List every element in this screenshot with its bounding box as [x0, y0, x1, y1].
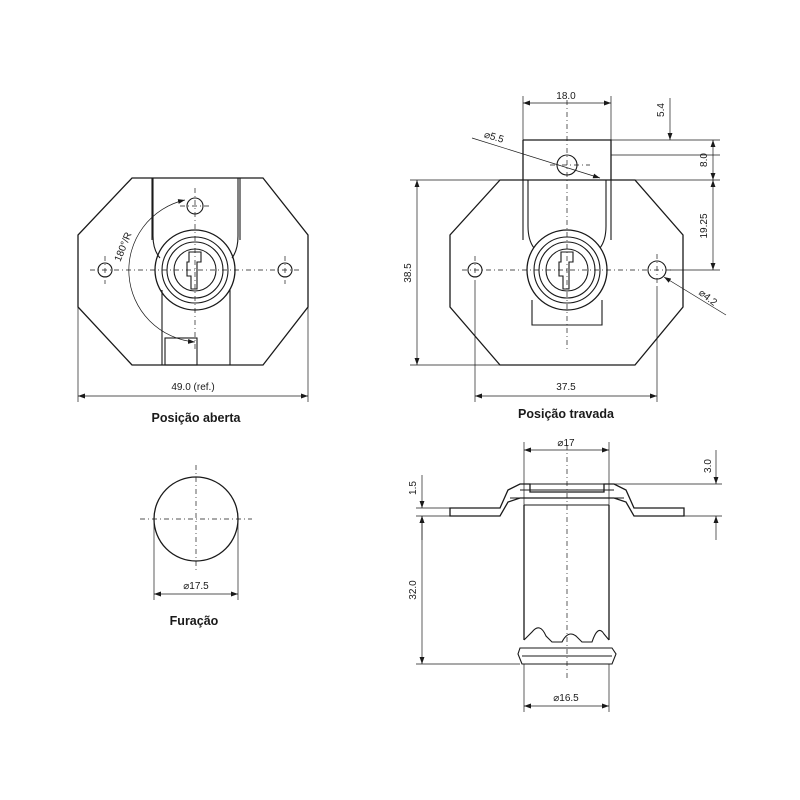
- open-plate-outline: [77, 177, 309, 366]
- locked-top-width-label: 18.0: [556, 91, 576, 102]
- locked-caption: Posição travada: [518, 407, 615, 421]
- side-body-len-label: 32.0: [408, 580, 419, 600]
- side-top-dia-label: ⌀17: [557, 438, 575, 449]
- open-width-label: 49.0 (ref.): [171, 382, 214, 393]
- locked-position-view: 18.0 5.4 8.0 19.25 ⌀5.5 38.5 ⌀4.2 37.5 P…: [403, 91, 727, 421]
- open-position-view: 180°/R 49.0 (ref.) Posição aberta: [77, 177, 309, 425]
- side-bottom-dia-label: ⌀16.5: [553, 693, 579, 704]
- drilling-caption: Furação: [170, 614, 219, 628]
- locked-height-label: 38.5: [403, 263, 414, 283]
- locked-screw-dia-label: ⌀4.2: [696, 288, 719, 309]
- side-plate-thk-label: 1.5: [408, 481, 419, 495]
- locked-screw-span-label: 37.5: [556, 382, 576, 393]
- side-flange-thk-label: 3.0: [703, 459, 714, 473]
- open-caption: Posição aberta: [152, 411, 242, 425]
- locked-top-offset-label: 5.4: [656, 103, 667, 117]
- locked-plate-outline: [449, 179, 684, 366]
- locked-key-offset-label: 19.25: [699, 213, 710, 238]
- side-view: ⌀17 3.0 1.5 32.0 ⌀16.5: [408, 438, 722, 712]
- locked-hole-pitch-label: 8.0: [699, 153, 710, 167]
- drill-dia-label: ⌀17.5: [183, 581, 209, 592]
- open-rotation-label: 180°/R: [113, 231, 135, 264]
- drilling-view: ⌀17.5 Furação: [140, 465, 252, 628]
- locked-hole-dia-label: ⌀5.5: [483, 129, 506, 145]
